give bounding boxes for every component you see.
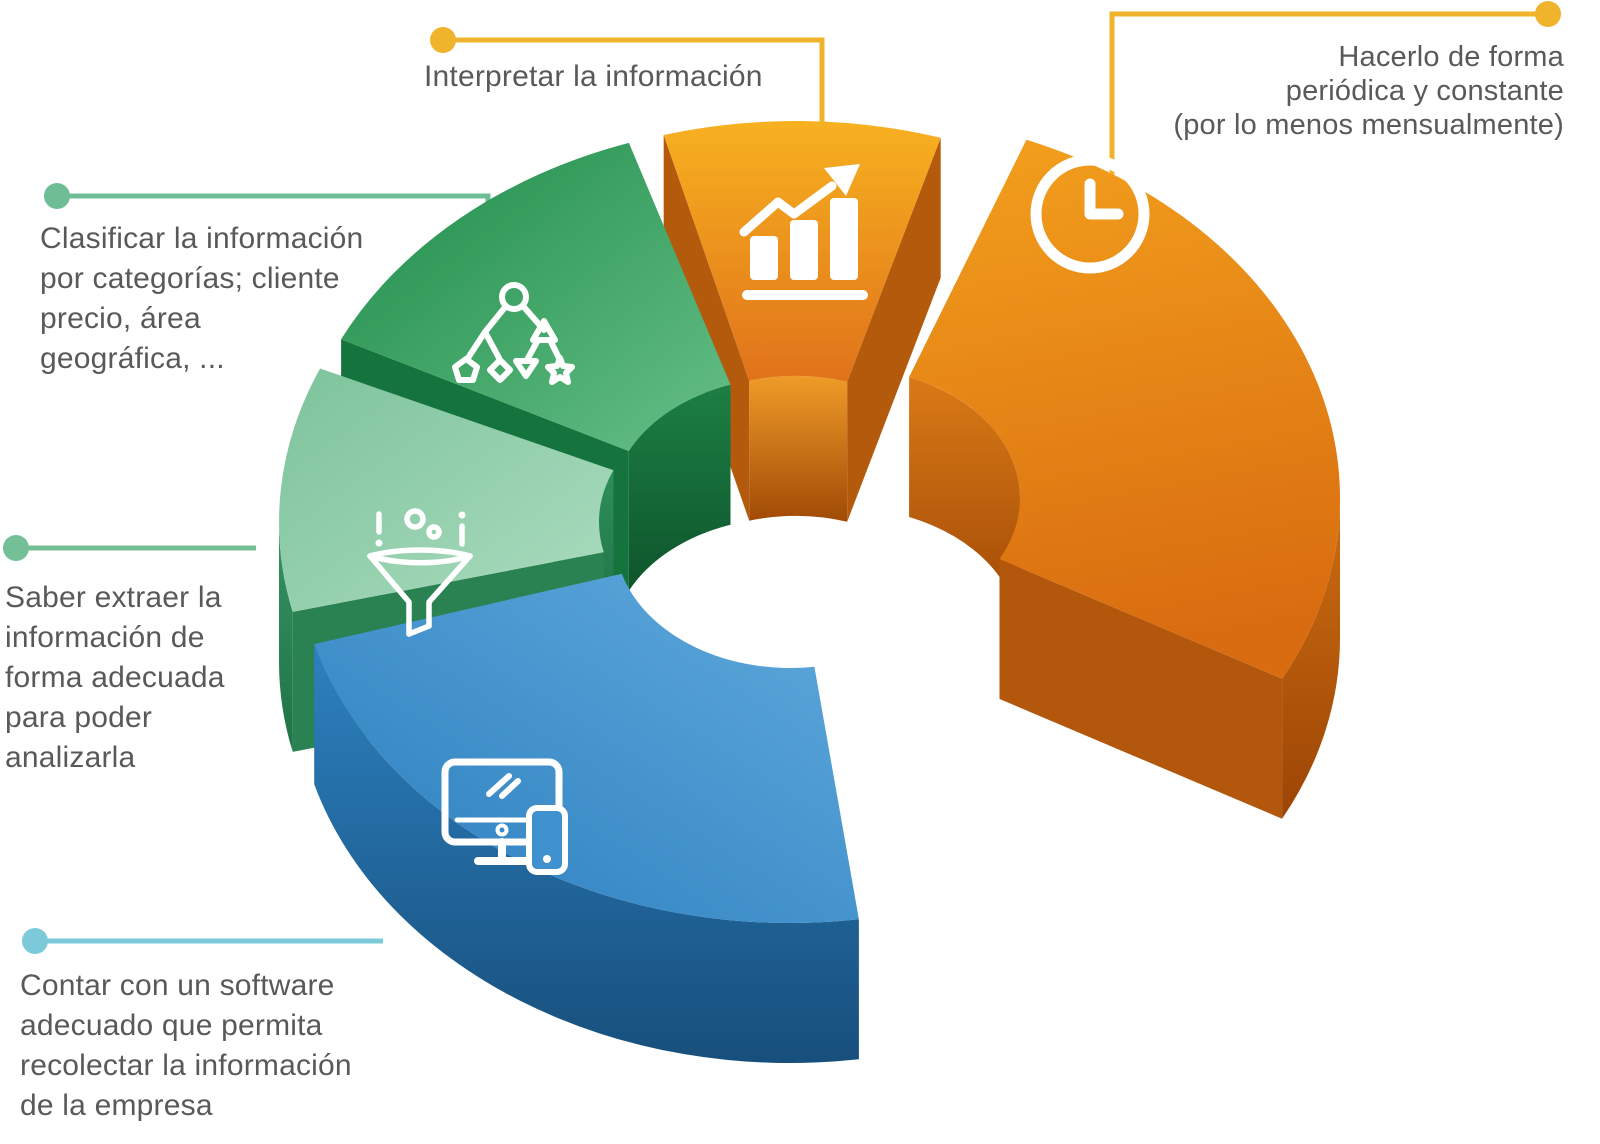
clock-hands (1084, 178, 1124, 220)
outer-wall-periodic (1282, 498, 1340, 819)
phone-home-button (543, 855, 551, 863)
chart-segment-software (314, 573, 859, 1064)
screen-glare (486, 773, 512, 797)
bar-large (830, 198, 858, 280)
chart-baseline (742, 290, 868, 300)
funnel-body (426, 553, 473, 629)
clock-face (1030, 154, 1150, 274)
funnel-spout (406, 623, 432, 637)
label-software: Contar con un software adecuado que perm… (20, 969, 352, 1122)
tree-leaf-diamond (487, 357, 513, 383)
tree-branch (482, 329, 502, 361)
cut-face-interpret (847, 137, 941, 522)
bar-medium (790, 220, 818, 280)
cut-face-periodic (999, 559, 1283, 819)
chart-segment-periodic (909, 139, 1340, 819)
bar-small (750, 236, 778, 280)
top-face-extract (279, 368, 614, 612)
callout-dot-software (22, 928, 48, 954)
tree-diagram-icon (452, 282, 575, 385)
tree-leaf-star (545, 355, 575, 385)
callout-line-interpret (443, 37, 825, 135)
bar-chart-arrow-icon (739, 164, 868, 300)
callout-extract (3, 535, 256, 561)
funnel-body (367, 553, 412, 637)
funnel-rim (367, 547, 473, 559)
outer-wall-extract (279, 522, 293, 752)
inverted-exclamation-dot (458, 511, 466, 519)
outer-wall-software (314, 644, 859, 1064)
funnel-rim (367, 553, 473, 566)
callout-software (22, 928, 383, 954)
screen-glare (499, 778, 521, 799)
trend-arrow-head (824, 164, 860, 196)
label-classify: Clasificar la información por categorías… (40, 222, 364, 375)
callout-dot-extract (3, 535, 29, 561)
callout-line-periodic (1109, 11, 1548, 185)
data-bubble (404, 508, 426, 530)
exclamation-dot (375, 539, 383, 547)
tree-leaf-triangle (513, 358, 539, 379)
top-face-software (314, 573, 859, 924)
inner-wall-periodic (909, 377, 1021, 638)
callout-dot-classify (44, 183, 70, 209)
phone (526, 805, 568, 875)
segment-icons (367, 154, 1150, 875)
tree-root-node (499, 282, 529, 312)
callout-dot-periodic (1535, 1, 1561, 27)
label-interpret: Interpretar la información (424, 60, 763, 93)
funnel-icon (367, 508, 473, 637)
trend-line (739, 181, 837, 237)
tree-node-triangle (530, 318, 558, 343)
callout-periodic (1109, 1, 1561, 185)
callout-interpret (430, 27, 825, 135)
callout-dot-interpret (430, 27, 456, 53)
clock-icon (1030, 154, 1150, 274)
tree-branch (482, 303, 509, 335)
tree-branch (524, 337, 541, 363)
tree-leaf-pentagon (452, 356, 480, 383)
inner-wall-classify (628, 384, 731, 591)
top-face-periodic (909, 139, 1340, 679)
donut-chart (279, 120, 1340, 1064)
chart-segment-interpret (663, 120, 941, 522)
data-bubble (426, 524, 442, 540)
inner-wall-interpret (749, 375, 848, 522)
computer-phone-icon (441, 758, 568, 875)
monitor-button (495, 823, 509, 837)
label-extract: Saber extraer la información de forma ad… (5, 581, 225, 774)
tree-branch (465, 329, 488, 361)
label-periodic: Hacerlo de forma periódica y constante (… (1173, 41, 1564, 141)
top-face-classify (341, 142, 731, 451)
